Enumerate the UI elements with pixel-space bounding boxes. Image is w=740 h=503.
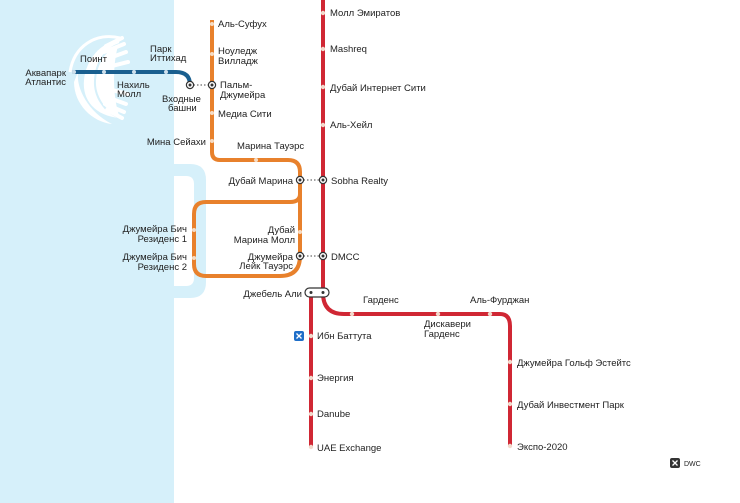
station-mina-seyahi[interactable]: Мина Сейахи (147, 137, 206, 148)
station-nakheel-mall-line2[interactable]: Молл (117, 89, 141, 100)
station-jbr1-line2[interactable]: Резиденс 1 (138, 234, 187, 245)
airport-x-icon[interactable] (670, 458, 680, 468)
station-aquapark-line2[interactable]: Атлантис (25, 77, 66, 88)
station-sobha-realty[interactable]: Sobha Realty (331, 176, 388, 187)
station-media-city[interactable]: Медиа Сити (218, 109, 272, 120)
station-aquapark-line1[interactable]: Аквапарк (25, 68, 66, 79)
airport-label[interactable]: DWC (684, 461, 701, 468)
station-al-sufouh[interactable]: Аль-Суфух (218, 19, 267, 30)
station-mall-of-emirates[interactable]: Молл Эмиратов (330, 8, 400, 19)
station-expo-2020[interactable]: Экспо-2020 (517, 442, 568, 453)
station-jumeirah-golf-estates[interactable]: Джумейра Гольф Эстейтс (517, 358, 631, 369)
station-marina-towers[interactable]: Марина Тауэрс (237, 141, 304, 152)
station-gateway-line2[interactable]: башни (168, 103, 197, 114)
station-knowledge-village-line1[interactable]: Ноуледж (218, 46, 258, 57)
station-jbr1-line1[interactable]: Джумейра Бич (123, 224, 187, 235)
station-point[interactable]: Поинт (80, 54, 108, 65)
red-station-dots (308, 10, 513, 450)
station-jbr2-line1[interactable]: Джумейра Бич (123, 252, 187, 263)
station-discovery-gardens-line1[interactable]: Дискавери (424, 319, 471, 330)
station-marina-mall-line1[interactable]: Дубай (268, 225, 295, 236)
station-internet-city[interactable]: Дубай Интернет Сити (330, 83, 426, 94)
station-ittihad-park-line1[interactable]: Парк (150, 44, 172, 55)
station-gardens[interactable]: Гарденс (363, 295, 399, 306)
orange-line (192, 20, 302, 278)
station-palm-jumeirah-line2[interactable]: Джумейра (220, 90, 266, 101)
station-mashreq[interactable]: Mashreq (330, 44, 367, 55)
station-jlt-line1[interactable]: Джумейра (248, 252, 294, 263)
station-uae-exchange[interactable]: UAE Exchange (317, 443, 381, 454)
station-dmcc[interactable]: DMCC (331, 252, 360, 263)
station-knowledge-village-line2[interactable]: Вилладж (218, 56, 259, 67)
station-discovery-gardens-line2[interactable]: Гарденс (424, 329, 460, 340)
station-ibn-battuta[interactable]: Ибн Баттута (317, 331, 372, 342)
orange-station-dots (192, 22, 302, 260)
bus-transfer-icon[interactable] (294, 331, 304, 341)
station-dubai-investment-park[interactable]: Дубай Инвестмент Парк (517, 400, 625, 411)
station-al-khail[interactable]: Аль-Хейл (330, 120, 372, 131)
red-line-main (321, 0, 512, 446)
station-gateway-line1[interactable]: Входные (162, 94, 201, 105)
palm-island (68, 35, 130, 124)
transfer-centers (188, 83, 325, 294)
blue-station-dots (72, 70, 168, 74)
station-nakheel-mall-line1[interactable]: Нахиль (117, 80, 150, 91)
station-jlt-line2[interactable]: Лейк Тауэрс (239, 261, 293, 272)
station-marina-mall-line2[interactable]: Марина Молл (234, 235, 295, 246)
station-energy[interactable]: Энергия (317, 373, 354, 384)
station-dubai-marina[interactable]: Дубай Марина (229, 176, 294, 187)
station-danube[interactable]: Danube (317, 409, 350, 420)
station-palm-jumeirah-line1[interactable]: Пальм- (220, 80, 252, 91)
station-al-furjan[interactable]: Аль-Фурджан (470, 295, 529, 306)
station-ittihad-park-line2[interactable]: Иттихад (150, 53, 187, 64)
station-jebel-ali[interactable]: Джебель Али (243, 289, 302, 300)
station-jbr2-line2[interactable]: Резиденс 2 (138, 262, 187, 273)
